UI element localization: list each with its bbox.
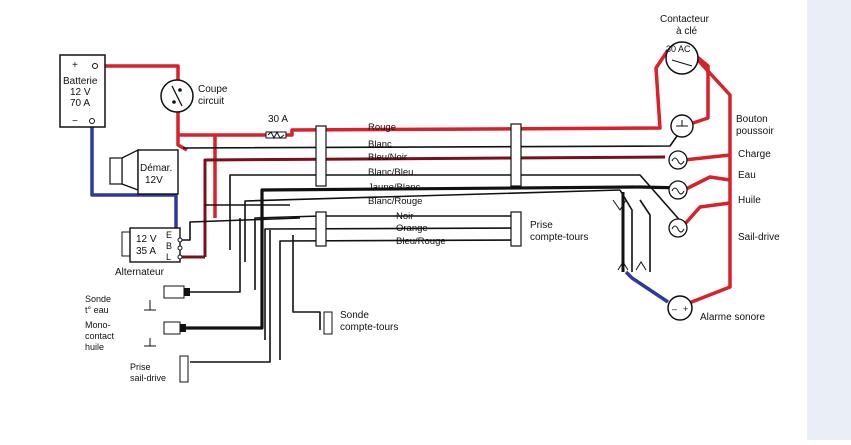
starter-line2: 12V [145, 175, 163, 186]
alt-term-e: E [166, 230, 172, 240]
wire-eau [683, 175, 731, 192]
push-line1: Bouton [736, 114, 768, 125]
red-wires [97, 49, 732, 307]
clamp-right-top [510, 123, 522, 187]
key-line1: Contacteur [660, 14, 710, 25]
starter-line1: Démar. [140, 163, 172, 174]
alternator-label: Alternateur [115, 267, 165, 278]
tach-plug [510, 211, 522, 247]
wire-alarm-blue [624, 270, 669, 304]
breaker: Coupe circuit [160, 79, 228, 113]
label-noir: Noir [396, 211, 413, 222]
wiring-diagram-canvas: + Batterie 12 V 70 A − Coupe circuit 30 … [59, 14, 781, 383]
wire-battery-minus [90, 125, 178, 230]
tach-plug-line2: compte-tours [530, 232, 588, 243]
key-switch: Contacteur à clé 30 AC [660, 14, 710, 75]
saildrive-line2: sail-drive [130, 373, 166, 383]
key-line2: à clé [676, 26, 698, 37]
battery-minus: − [72, 116, 78, 127]
fuse-label: 30 A [268, 114, 288, 125]
wire-keyswitch-bus [683, 56, 732, 307]
alt-line1: 12 V [136, 234, 157, 245]
breaker-line1: Coupe [198, 84, 228, 95]
black-wires [180, 125, 685, 363]
wire-alt-e [180, 217, 301, 241]
wire-huile [682, 201, 731, 227]
label-bleu-noir: Bleu/Noir [368, 152, 407, 163]
push-line2: poussoir [736, 126, 774, 137]
wire-rouge-main [178, 49, 670, 137]
svg-text:–: – [672, 304, 677, 314]
label-eau: Eau [738, 170, 756, 181]
key-inner: 30 AC [666, 44, 691, 54]
indicator-lamps: Charge Eau Huile Sail-drive [668, 149, 780, 243]
clamp-left-top [315, 125, 327, 187]
tach-plug-line1: Prise [530, 220, 553, 231]
wire-bleu-rouge [279, 239, 521, 360]
saildrive-plug: Prise sail-drive [130, 355, 189, 383]
alt-line2: 35 A [136, 246, 156, 257]
alarm-label: Alarme sonore [700, 312, 765, 323]
push-button: Bouton poussoir [670, 114, 774, 138]
oil-line1: Mono- [85, 320, 111, 330]
oil-line2: contact [85, 331, 115, 341]
alt-term-b: B [166, 241, 172, 251]
label-jaune-blanc: Jaune/Blanc [368, 182, 421, 193]
battery-plus: + [72, 60, 78, 71]
label-blanc: Blanc [368, 139, 392, 150]
label-orange: Orange [396, 223, 428, 234]
wire-temp-sensor [190, 218, 241, 293]
wire-saildrive [190, 230, 271, 363]
label-bleu-rouge: Bleu/Rouge [396, 236, 446, 247]
tach-plug-label: Prise compte-tours [530, 220, 588, 243]
tach-sensor: Sonde compte-tours [323, 310, 398, 335]
temp-line1: Sonde [85, 294, 111, 304]
clamp-left-bottom [315, 211, 327, 247]
wire-charge [683, 153, 731, 162]
blue-wires [90, 125, 669, 304]
label-huile: Huile [738, 195, 761, 206]
wiring-diagram: + Batterie 12 V 70 A − Coupe circuit 30 … [59, 14, 780, 383]
fuse: 30 A [265, 114, 288, 140]
wire-jaune-blanc [180, 185, 685, 330]
battery-line2: 12 V [70, 87, 91, 98]
breaker-line2: circuit [198, 96, 224, 107]
alarm: – + Alarme sonore [667, 295, 765, 323]
temp-sensor: Sonde t° eau [85, 285, 190, 315]
label-charge: Charge [738, 149, 771, 160]
saildrive-line1: Prise [130, 362, 151, 372]
wire-blanc-rouge [244, 189, 621, 262]
harness-clamps [315, 123, 522, 247]
tach-sensor-line2: compte-tours [340, 322, 398, 333]
starter-motor: Démar. 12V [109, 148, 179, 195]
wire-tach-sensor [292, 235, 321, 330]
battery-line1: Batterie [63, 76, 98, 87]
side-panel [807, 0, 851, 440]
label-saildrive: Sail-drive [738, 232, 780, 243]
wire-orange [264, 227, 521, 340]
wire-blanc-bleu [229, 174, 685, 250]
battery-line3: 70 A [70, 98, 90, 109]
wire-alarm-sw2 [639, 199, 651, 272]
label-blanc-bleu: Blanc/Bleu [368, 167, 413, 178]
label-rouge: Rouge [368, 122, 396, 133]
tach-sensor-line1: Sonde [340, 310, 369, 321]
alarm-switches [612, 199, 647, 271]
wire-keyswitch-right [683, 54, 710, 128]
battery: + Batterie 12 V 70 A − [59, 54, 106, 128]
wire-noir [254, 215, 520, 290]
oil-line3: huile [85, 342, 104, 352]
temp-line2: t° eau [85, 305, 109, 315]
oil-switch: Mono- contact huile [85, 320, 186, 352]
alternator: 12 V 35 A E B L Alternateur [115, 227, 183, 278]
alt-term-l: L [166, 252, 171, 262]
svg-text:+: + [683, 304, 688, 314]
wire-labels: Rouge Blanc Bleu/Noir Blanc/Bleu Jaune/B… [368, 122, 446, 247]
label-blanc-rouge: Blanc/Rouge [368, 196, 422, 207]
